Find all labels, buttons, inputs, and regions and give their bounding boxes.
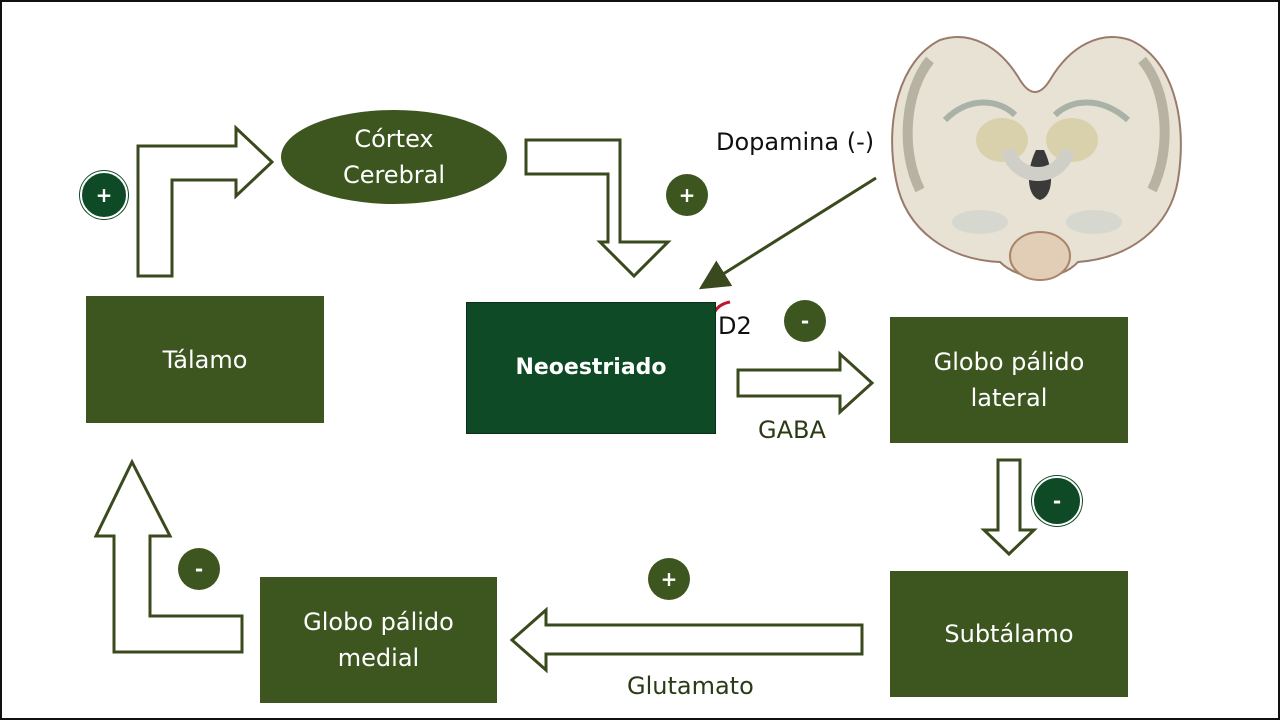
arrow-gpm-to-talamo [93, 458, 244, 654]
node-subtalamo: Subtálamo [890, 571, 1128, 697]
label-glutamato: Glutamato [627, 672, 754, 700]
node-neoestriado: Neoestriado [466, 302, 716, 434]
node-talamo-label: Tálamo [162, 345, 248, 374]
node-gp-medial-label: Globo pálido medial [303, 608, 454, 672]
arrow-gpl-to-subtalamo [980, 458, 1038, 557]
node-globo-palido-medial: Globo pálido medial [260, 577, 497, 703]
sign-talamo-to-cortex: + [80, 171, 128, 219]
node-cortex-label: Córtex Cerebral [342, 125, 446, 189]
node-talamo: Tálamo [86, 296, 324, 423]
sign-gpl-to-subtalamo: - [1032, 476, 1082, 526]
node-gp-lateral-label: Globo pálido lateral [933, 348, 1085, 412]
arrow-subtalamo-to-gpm [509, 606, 864, 674]
arrow-neo-to-gpl [736, 350, 875, 416]
label-d2: D2 [718, 312, 752, 340]
node-subtalamo-label: Subtálamo [944, 620, 1074, 648]
arrow-dopamina [698, 176, 877, 290]
arrow-cortex-to-neoestriado [524, 138, 672, 279]
sign-cortex-to-neoestriado: + [666, 174, 708, 216]
node-globo-palido-lateral: Globo pálido lateral [890, 317, 1128, 443]
label-dopamina: Dopamina (-) [716, 128, 875, 156]
arrow-talamo-to-cortex [136, 124, 275, 278]
node-cortex-cerebral: Córtex Cerebral [281, 110, 507, 204]
brain-section-illustration [891, 36, 1182, 281]
sign-neo-to-gpl: - [784, 300, 826, 342]
sign-subtalamo-to-gpm: + [648, 558, 690, 600]
label-gaba: GABA [758, 416, 826, 444]
node-neoestriado-label: Neoestriado [515, 355, 667, 380]
sign-gpm-to-talamo: - [178, 548, 220, 590]
